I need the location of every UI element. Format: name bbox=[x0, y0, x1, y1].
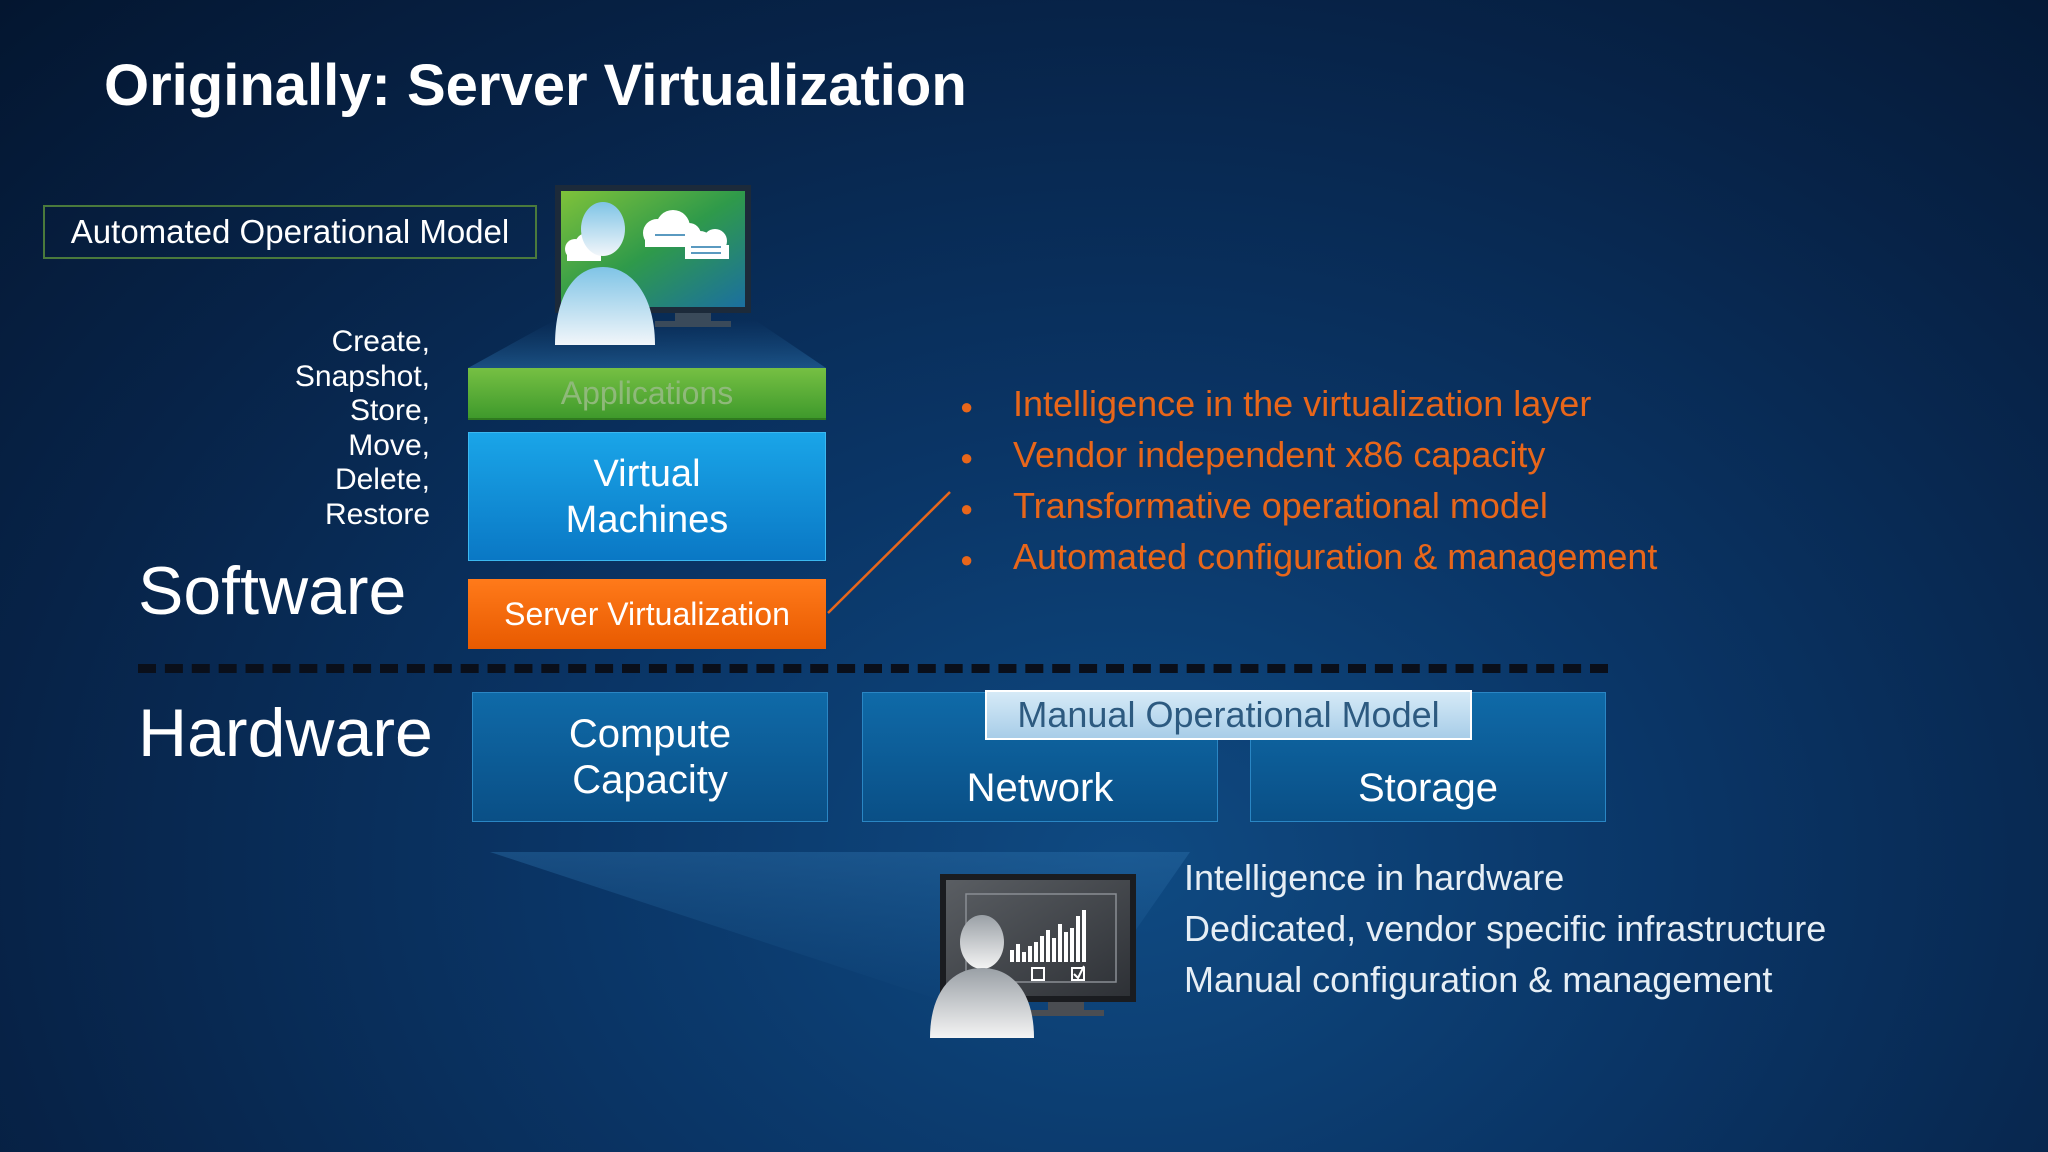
bullet-icon: ● bbox=[960, 393, 974, 419]
benefit-item: ●Intelligence in the virtualization laye… bbox=[960, 378, 1657, 429]
compute-label-line: Capacity bbox=[572, 758, 728, 802]
software-hardware-divider bbox=[138, 664, 1608, 673]
benefit-item: ●Vendor independent x86 capacity bbox=[960, 429, 1657, 480]
admin-monitor-icon bbox=[930, 874, 1136, 1038]
operation-item: Restore bbox=[324, 497, 430, 531]
callout-line bbox=[827, 491, 951, 614]
vm-label-line: Machines bbox=[565, 498, 729, 541]
virtual-machines-layer: Virtual Machines bbox=[468, 432, 826, 561]
hardware-characteristics-list: Intelligence in hardware Dedicated, vend… bbox=[1184, 852, 1826, 1005]
server-virtualization-layer: Server Virtualization bbox=[468, 579, 826, 649]
compute-capacity-box: Compute Capacity bbox=[472, 692, 828, 822]
bullet-icon: ● bbox=[960, 444, 974, 470]
manual-model-box: Manual Operational Model bbox=[985, 690, 1472, 740]
hardware-point: Intelligence in hardware bbox=[1184, 857, 1565, 898]
bullet-icon: ● bbox=[960, 495, 974, 521]
vm-operations-list: Create, Snapshot, Store, Move, Delete, R… bbox=[220, 325, 430, 532]
hardware-point: Dedicated, vendor specific infrastructur… bbox=[1184, 908, 1827, 949]
checkbox-icon bbox=[1031, 967, 1045, 981]
checkbox-checked-icon bbox=[1071, 967, 1085, 981]
storage-label: Storage bbox=[1357, 766, 1499, 810]
benefit-item: ●Transformative operational model bbox=[960, 480, 1657, 531]
benefit-item: ●Automated configuration & management bbox=[960, 531, 1657, 582]
vm-label-line: Virtual bbox=[593, 452, 701, 495]
operation-item: Delete, bbox=[334, 463, 430, 496]
automated-model-box: Automated Operational Model bbox=[43, 205, 537, 259]
software-layer-label: Software bbox=[138, 553, 407, 629]
operation-item: Move, bbox=[348, 428, 430, 462]
operation-item: Create, bbox=[331, 325, 430, 358]
network-label: Network bbox=[966, 766, 1114, 810]
slide-title: Originally: Server Virtualization bbox=[104, 53, 967, 118]
virtualization-benefits-list: ●Intelligence in the virtualization laye… bbox=[960, 378, 1657, 582]
bar-graph-icon bbox=[1010, 910, 1086, 962]
bullet-icon: ● bbox=[960, 546, 974, 572]
user-monitor-icon bbox=[555, 185, 751, 345]
applications-layer: Applications bbox=[468, 368, 826, 420]
hardware-layer-label: Hardware bbox=[138, 695, 433, 771]
operation-item: Snapshot, bbox=[294, 359, 430, 393]
operation-item: Store, bbox=[349, 394, 430, 427]
hardware-point: Manual configuration & management bbox=[1184, 959, 1773, 1000]
compute-label-line: Compute bbox=[568, 712, 732, 756]
